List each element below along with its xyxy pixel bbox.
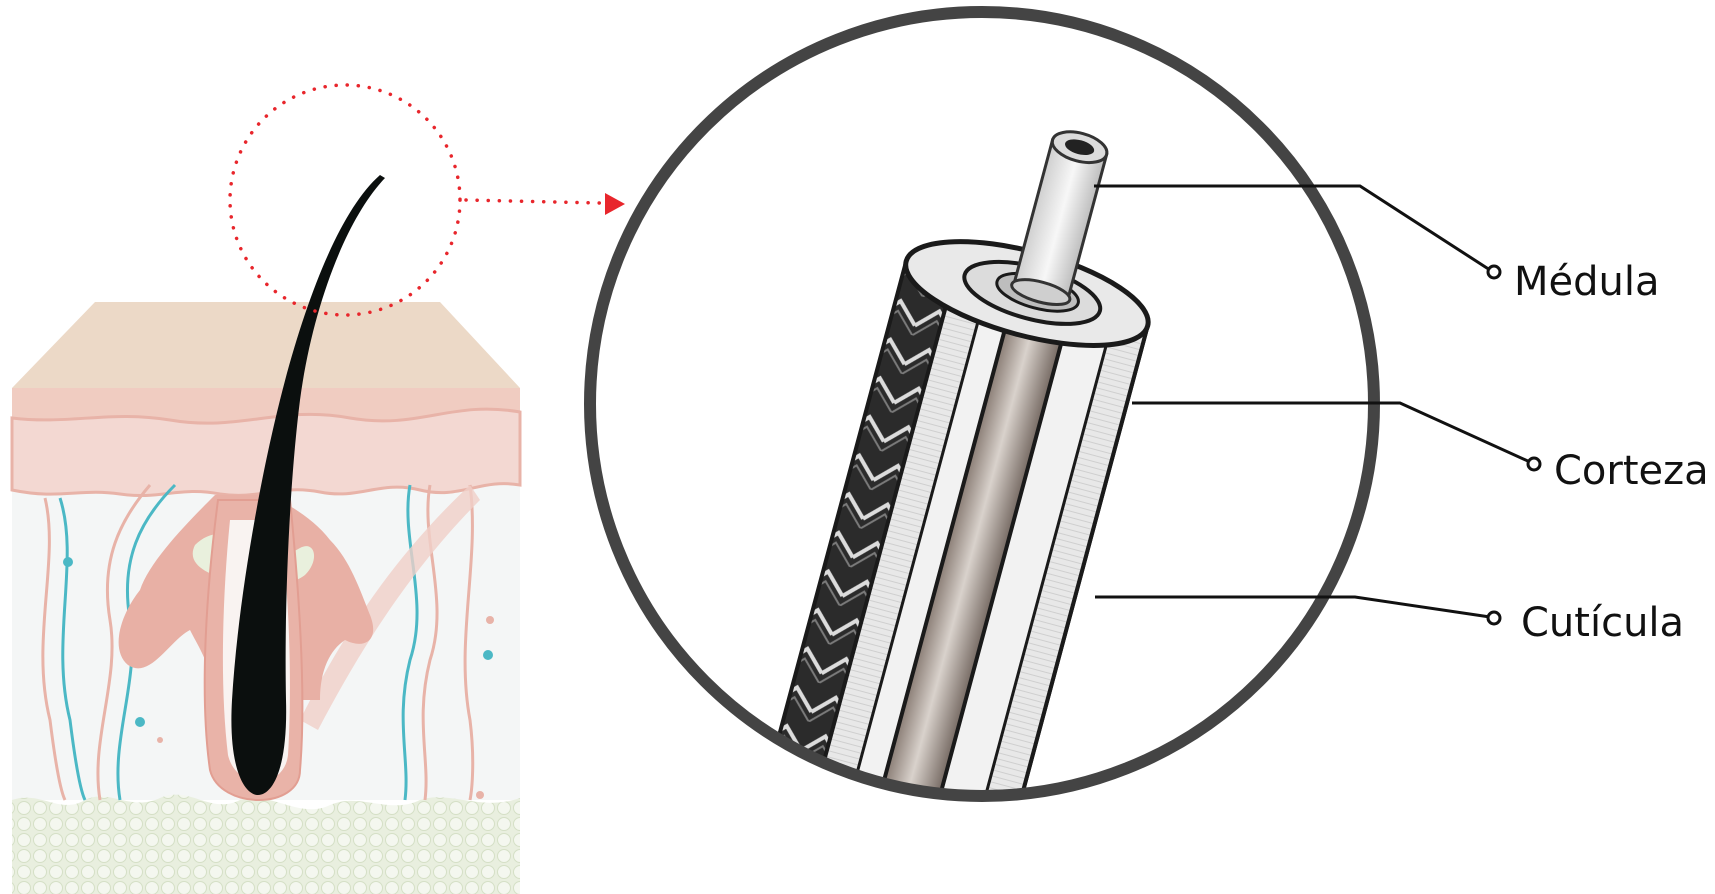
- zoom-pointer: [230, 85, 625, 315]
- circle-dot-icon: [1528, 458, 1540, 470]
- circle-dot-icon: [1488, 266, 1500, 278]
- label-medulla: Médula: [1514, 259, 1660, 305]
- circle-dot-icon: [1488, 612, 1500, 624]
- zoom-region-marker: [230, 85, 460, 315]
- label-cuticle: Cutícula: [1521, 600, 1684, 646]
- zoom-view: [590, 12, 1374, 867]
- subcutaneous-fat-layer: [12, 795, 520, 894]
- epidermis-top: [12, 302, 520, 388]
- label-cortex: Corteza: [1554, 448, 1709, 494]
- arrow-head-icon: [605, 193, 625, 215]
- dotted-arrow-icon: [466, 200, 600, 203]
